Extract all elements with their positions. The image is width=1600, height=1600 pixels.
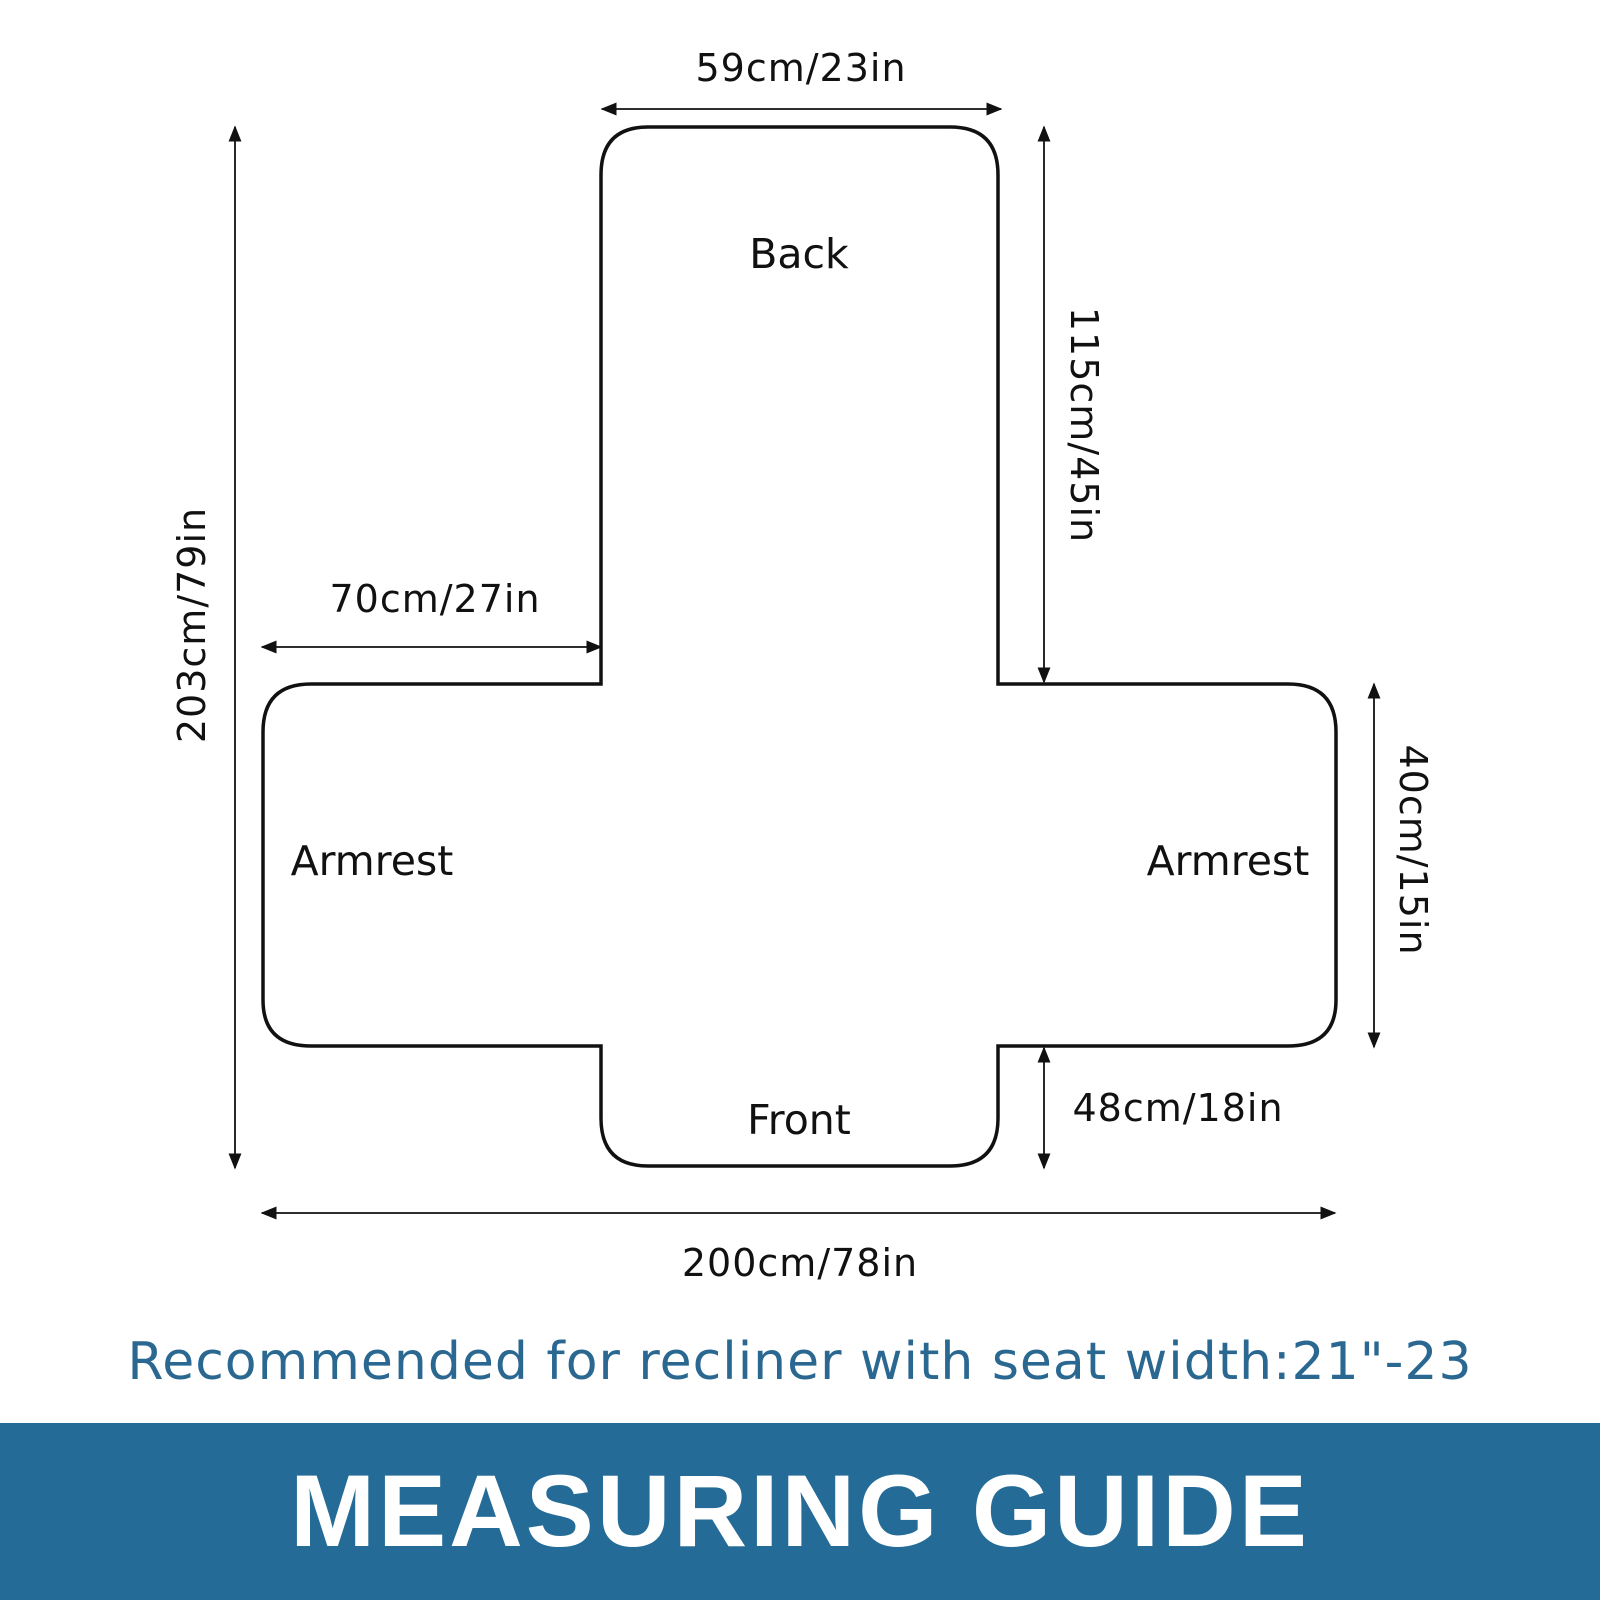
region-label-back: Back: [749, 230, 849, 278]
measuring-guide-banner: MEASURING GUIDE: [0, 1423, 1600, 1600]
dim-label-back-width: 59cm/23in: [695, 46, 906, 90]
seat-width-recommendation: Recommended for recliner with seat width…: [127, 1332, 1473, 1392]
dim-label-front-height: 48cm/18in: [1072, 1086, 1283, 1130]
dim-label-armrest-width: 70cm/27in: [329, 577, 540, 621]
banner-title: MEASURING GUIDE: [290, 1454, 1310, 1568]
region-label-armrest-left: Armrest: [291, 837, 454, 885]
dim-label-back-height: 115cm/45in: [1062, 307, 1106, 543]
region-label-front: Front: [747, 1096, 851, 1144]
cover-outline: [261, 125, 1338, 1168]
dim-label-armrest-height: 40cm/15in: [1391, 744, 1435, 955]
dim-label-total-width: 200cm/78in: [682, 1241, 918, 1285]
dim-label-total-height: 203cm/79in: [170, 507, 214, 743]
region-label-armrest-right: Armrest: [1147, 837, 1310, 885]
